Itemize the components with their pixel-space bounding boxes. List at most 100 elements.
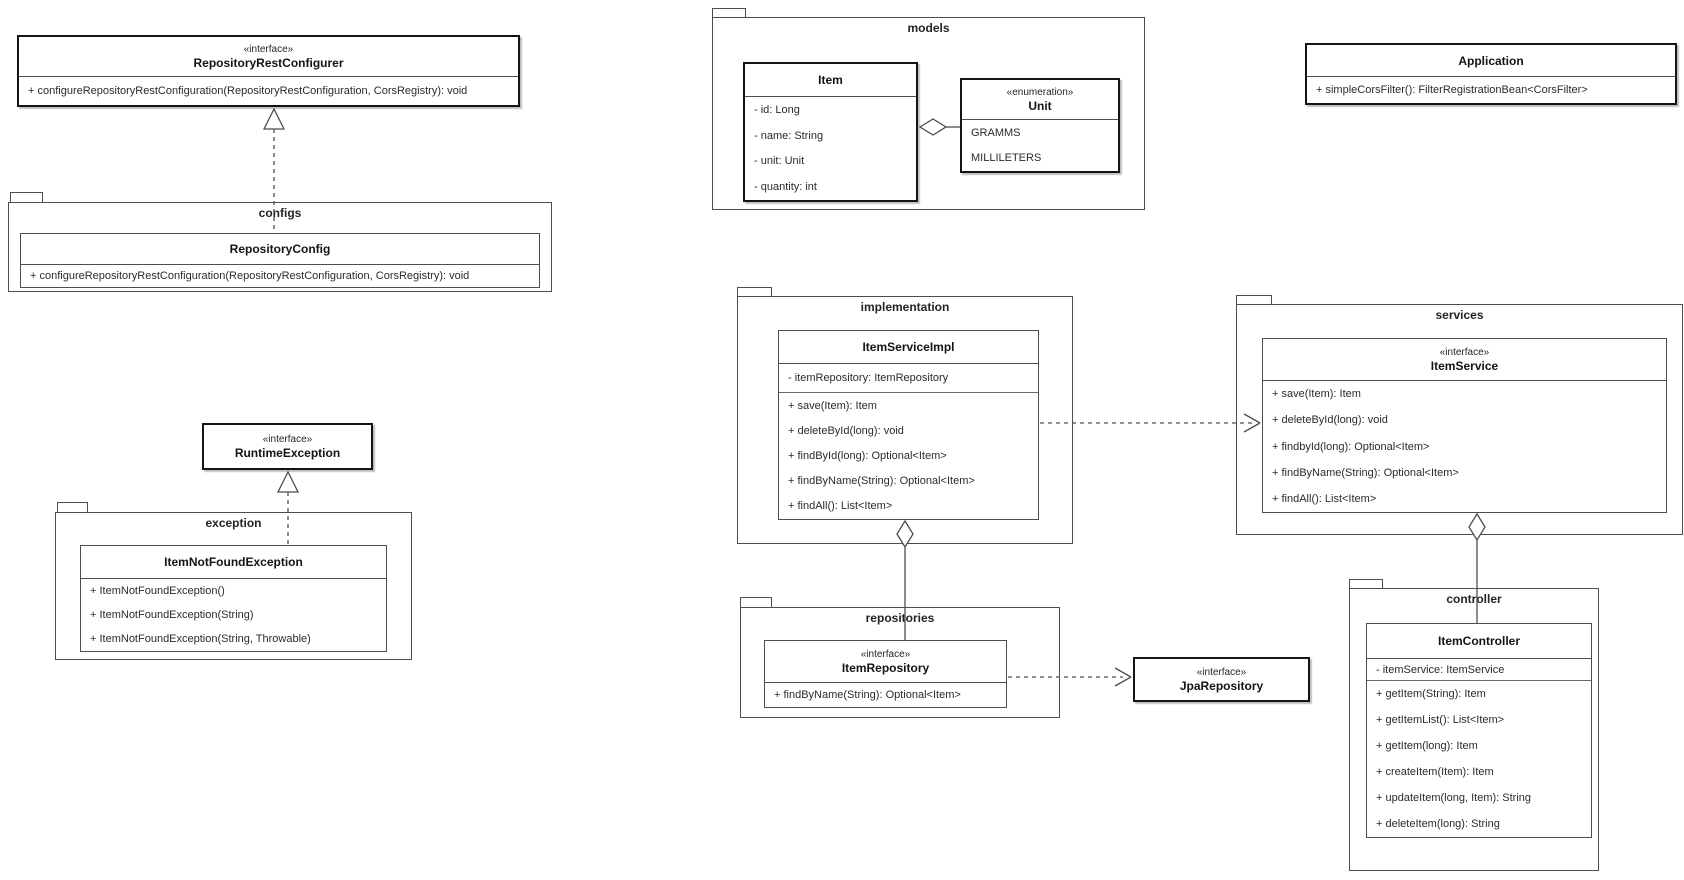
class-header: ItemNotFoundException (81, 546, 386, 579)
method-row: + ItemNotFoundException(String, Throwabl… (90, 633, 311, 645)
class-item-not-found-exception: ItemNotFoundException + ItemNotFoundExce… (80, 545, 387, 652)
class-runtime-exception: «interface» RuntimeException (202, 423, 373, 470)
stereotype-label: «interface» (860, 648, 911, 660)
enum-value-row: GRAMMS (971, 126, 1021, 139)
attribute-compartment: - itemRepository: ItemRepository (779, 364, 1038, 393)
interface-item-service: «interface» ItemService + save(Item): It… (1262, 338, 1667, 513)
class-name: Unit (1028, 98, 1052, 113)
package-label-configs: configs (258, 206, 302, 220)
attribute-compartment: - id: Long - name: String - unit: Unit -… (745, 97, 916, 200)
package-tab-models (712, 8, 746, 18)
package-tab-services (1236, 295, 1272, 305)
package-label-repositories: repositories (865, 611, 935, 625)
class-header: «enumeration» Unit (962, 80, 1118, 120)
method-row: + findById(long): Optional<Item> (788, 450, 947, 462)
package-tab-controller (1349, 579, 1383, 589)
method-row: + configureRepositoryRestConfiguration(R… (28, 85, 468, 97)
method-row: + findAll(): List<Item> (1272, 492, 1377, 505)
method-row: + updateItem(long, Item): String (1376, 792, 1531, 804)
class-header: «interface» ItemService (1263, 339, 1666, 381)
package-tab-implementation (737, 287, 772, 297)
stereotype-label: «enumeration» (1006, 86, 1074, 98)
class-header: RepositoryConfig (21, 234, 539, 265)
attribute-row: - unit: Unit (754, 155, 805, 168)
class-header: «interface» ItemRepository (765, 641, 1006, 683)
interface-item-repository: «interface» ItemRepository + findByName(… (764, 640, 1007, 708)
class-header: ItemController (1367, 624, 1591, 659)
method-compartment: + configureRepositoryRestConfiguration(R… (21, 265, 539, 287)
method-row: + configureRepositoryRestConfiguration(R… (30, 270, 470, 282)
attribute-compartment: - itemService: ItemService (1367, 659, 1591, 681)
class-repository-config: RepositoryConfig + configureRepositoryRe… (20, 233, 540, 288)
class-header: «interface» RepositoryRestConfigurer (19, 37, 518, 77)
method-row: + getItem(long): Item (1376, 740, 1478, 752)
package-label-services: services (1435, 308, 1484, 322)
method-compartment: + simpleCorsFilter(): FilterRegistration… (1307, 77, 1675, 103)
method-compartment: + getItem(String): Item + getItemList():… (1367, 681, 1591, 837)
class-name: RepositoryConfig (229, 242, 331, 256)
dependency-itemserviceimpl-to-itemservice (1040, 413, 1261, 433)
class-name: ItemServiceImpl (862, 340, 955, 354)
method-row: + simpleCorsFilter(): FilterRegistration… (1316, 84, 1588, 96)
class-name: ItemRepository (841, 660, 930, 675)
method-row: + getItem(String): Item (1376, 688, 1486, 700)
class-header: ItemServiceImpl (779, 331, 1038, 364)
method-row: + findAll(): List<Item> (788, 500, 893, 513)
method-row: + ItemNotFoundException() (90, 585, 225, 597)
stereotype-label: «interface» (1196, 666, 1247, 678)
method-row: + deleteItem(long): String (1376, 818, 1500, 830)
package-tab-exception (57, 502, 88, 513)
class-name: ItemController (1437, 634, 1520, 648)
enum-value-row: MILLILETERS (971, 152, 1042, 165)
interface-jpa-repository: «interface» JpaRepository (1133, 657, 1310, 702)
attribute-row: - name: String (754, 129, 824, 142)
stereotype-label: «interface» (262, 433, 313, 445)
method-compartment: + ItemNotFoundException() + ItemNotFound… (81, 579, 386, 651)
method-row: + findbyId(long): Optional<Item> (1272, 440, 1430, 453)
package-label-controller: controller (1446, 592, 1502, 606)
class-name: RepositoryRestConfigurer (193, 55, 344, 70)
class-repository-rest-configurer: «interface» RepositoryRestConfigurer + c… (17, 35, 520, 107)
method-row: + save(Item): Item (788, 399, 877, 412)
class-header: Application (1307, 45, 1675, 77)
class-item-controller: ItemController - itemService: ItemServic… (1366, 623, 1592, 838)
class-header: «interface» JpaRepository (1135, 659, 1308, 700)
enum-unit: «enumeration» Unit GRAMMS MILLILETERS (960, 78, 1120, 173)
attribute-row: - quantity: int (754, 181, 817, 194)
class-name: ItemService (1430, 358, 1499, 373)
method-row: + createItem(Item): Item (1376, 766, 1494, 778)
class-name: Application (1458, 53, 1524, 68)
class-item: Item - id: Long - name: String - unit: U… (743, 62, 918, 202)
package-label-exception: exception (205, 516, 262, 530)
method-compartment: + save(Item): Item + deleteById(long): v… (1263, 381, 1666, 512)
method-row: + deleteById(long): void (788, 424, 904, 437)
class-item-service-impl: ItemServiceImpl - itemRepository: ItemRe… (778, 330, 1039, 520)
class-name: Item (818, 73, 843, 87)
method-row: + deleteById(long): void (1272, 414, 1388, 427)
method-row: + ItemNotFoundException(String) (90, 609, 254, 621)
package-tab-repositories (740, 597, 772, 608)
class-name: ItemNotFoundException (164, 555, 303, 569)
method-row: + getItemList(): List<Item> (1376, 714, 1505, 726)
method-row: + save(Item): Item (1272, 388, 1361, 401)
package-tab-configs (10, 192, 43, 203)
attribute-row: - itemService: ItemService (1376, 663, 1505, 676)
class-name: JpaRepository (1179, 678, 1264, 693)
attribute-row: - id: Long (754, 103, 800, 116)
class-header: «interface» RuntimeException (204, 425, 371, 468)
class-application: Application + simpleCorsFilter(): Filter… (1305, 43, 1677, 105)
method-compartment: + save(Item): Item + deleteById(long): v… (779, 393, 1038, 519)
stereotype-label: «interface» (1439, 346, 1490, 358)
method-row: + findByName(String): Optional<Item> (774, 689, 961, 701)
class-name: RuntimeException (234, 445, 341, 460)
attribute-row: - itemRepository: ItemRepository (788, 372, 949, 384)
package-label-implementation: implementation (860, 300, 950, 314)
class-header: Item (745, 64, 916, 97)
method-compartment: + findByName(String): Optional<Item> (765, 683, 1006, 707)
stereotype-label: «interface» (243, 43, 294, 55)
method-compartment: + configureRepositoryRestConfiguration(R… (19, 77, 518, 105)
package-label-models: models (907, 21, 950, 35)
method-row: + findByName(String): Optional<Item> (1272, 466, 1459, 479)
enum-value-compartment: GRAMMS MILLILETERS (962, 120, 1118, 171)
